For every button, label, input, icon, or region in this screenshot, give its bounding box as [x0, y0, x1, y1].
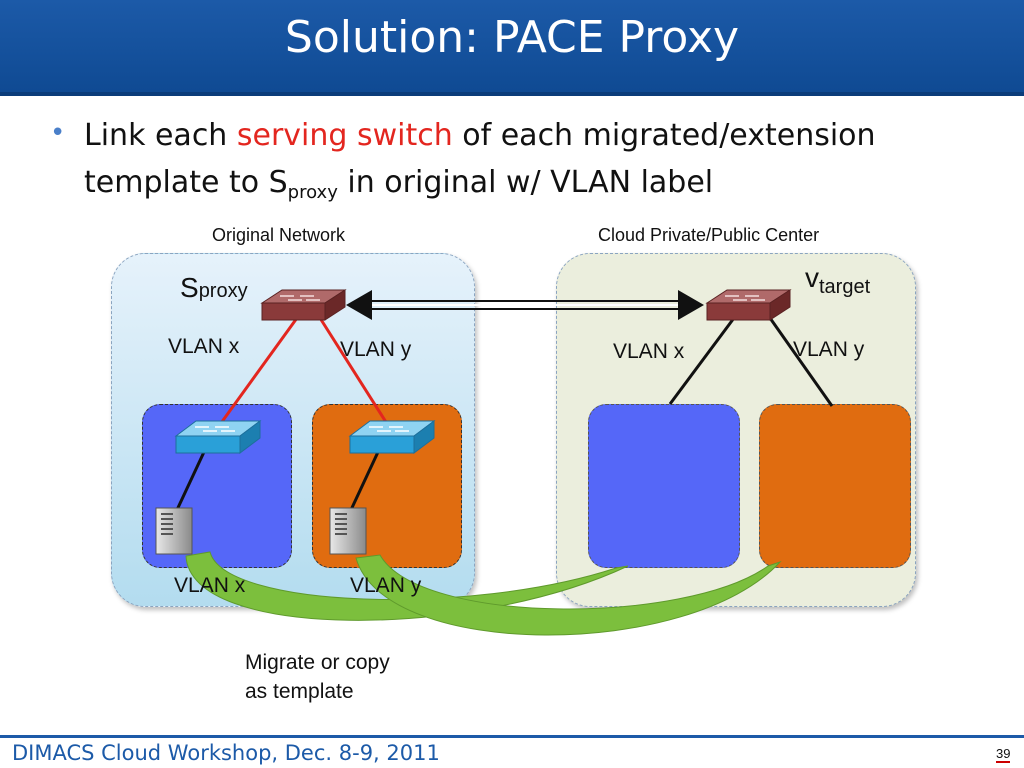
switch-server-link-y: [348, 451, 380, 513]
vtarget-vlan-x-link: [668, 317, 736, 405]
title-bar: [0, 0, 1024, 96]
vlan-x-link: [214, 317, 299, 431]
vlan-x-label-cloud: VLAN x: [613, 340, 685, 363]
original-network-label: Original Network: [212, 225, 346, 245]
bullet-text: Link each serving switch of each migrate…: [84, 112, 964, 216]
vlan-y-label-cloud: VLAN y: [793, 338, 865, 361]
cloud-center-label: Cloud Private/Public Center: [598, 225, 820, 245]
cloud-blue-vlan-tile: [588, 404, 740, 568]
vtarget-vlan-y-link: [768, 317, 834, 407]
bullet-part3: in original w/ VLAN label: [337, 165, 714, 200]
bullet-proxy-subscript: proxy: [287, 182, 338, 203]
page-number: 39: [996, 746, 1011, 763]
migrate-note: Migrate or copy as template: [245, 651, 390, 703]
vlan-y-label-original: VLAN y: [340, 338, 412, 361]
migrate-arrow-x: [185, 551, 629, 621]
footer-rule: [0, 735, 1024, 738]
serving-switch-y-icon: [348, 420, 436, 454]
footer-text: DIMACS Cloud Workshop, Dec. 8-9, 2011: [12, 741, 440, 765]
serving-switch-x-icon: [174, 420, 262, 454]
sproxy-label: Sproxy: [180, 272, 248, 304]
cloud-orange-vlan-tile: [759, 404, 911, 568]
vlan-x-label-bottom: VLAN x: [174, 574, 246, 597]
server-y-icon: [329, 507, 367, 555]
tunnel-double-arrow: [346, 290, 704, 320]
server-x-icon: [155, 507, 193, 555]
sproxy-label-main: S: [180, 272, 199, 303]
bullet-dot: •: [50, 118, 66, 148]
migrate-arrow-y: [355, 554, 781, 636]
vtarget-label-main: v: [805, 262, 819, 293]
bullet-part1: Link each: [84, 118, 237, 153]
vlan-y-link: [318, 317, 393, 431]
vlan-y-label-bottom: VLAN y: [350, 574, 422, 597]
switch-server-link-x: [174, 451, 206, 513]
sproxy-label-sub: proxy: [198, 280, 248, 302]
vtarget-label: vtarget: [805, 262, 870, 299]
bullet-part2: of each migrated/extension template to S: [84, 118, 876, 200]
serving-switch-highlight: serving switch: [236, 118, 453, 153]
vtarget-label-sub: target: [819, 276, 871, 298]
vlan-x-label-original: VLAN x: [168, 335, 240, 358]
vtarget-switch-icon: [705, 289, 792, 321]
title-rule: [0, 92, 1024, 96]
slide-title: Solution: PACE Proxy: [284, 12, 740, 63]
sproxy-switch-icon: [260, 289, 347, 321]
